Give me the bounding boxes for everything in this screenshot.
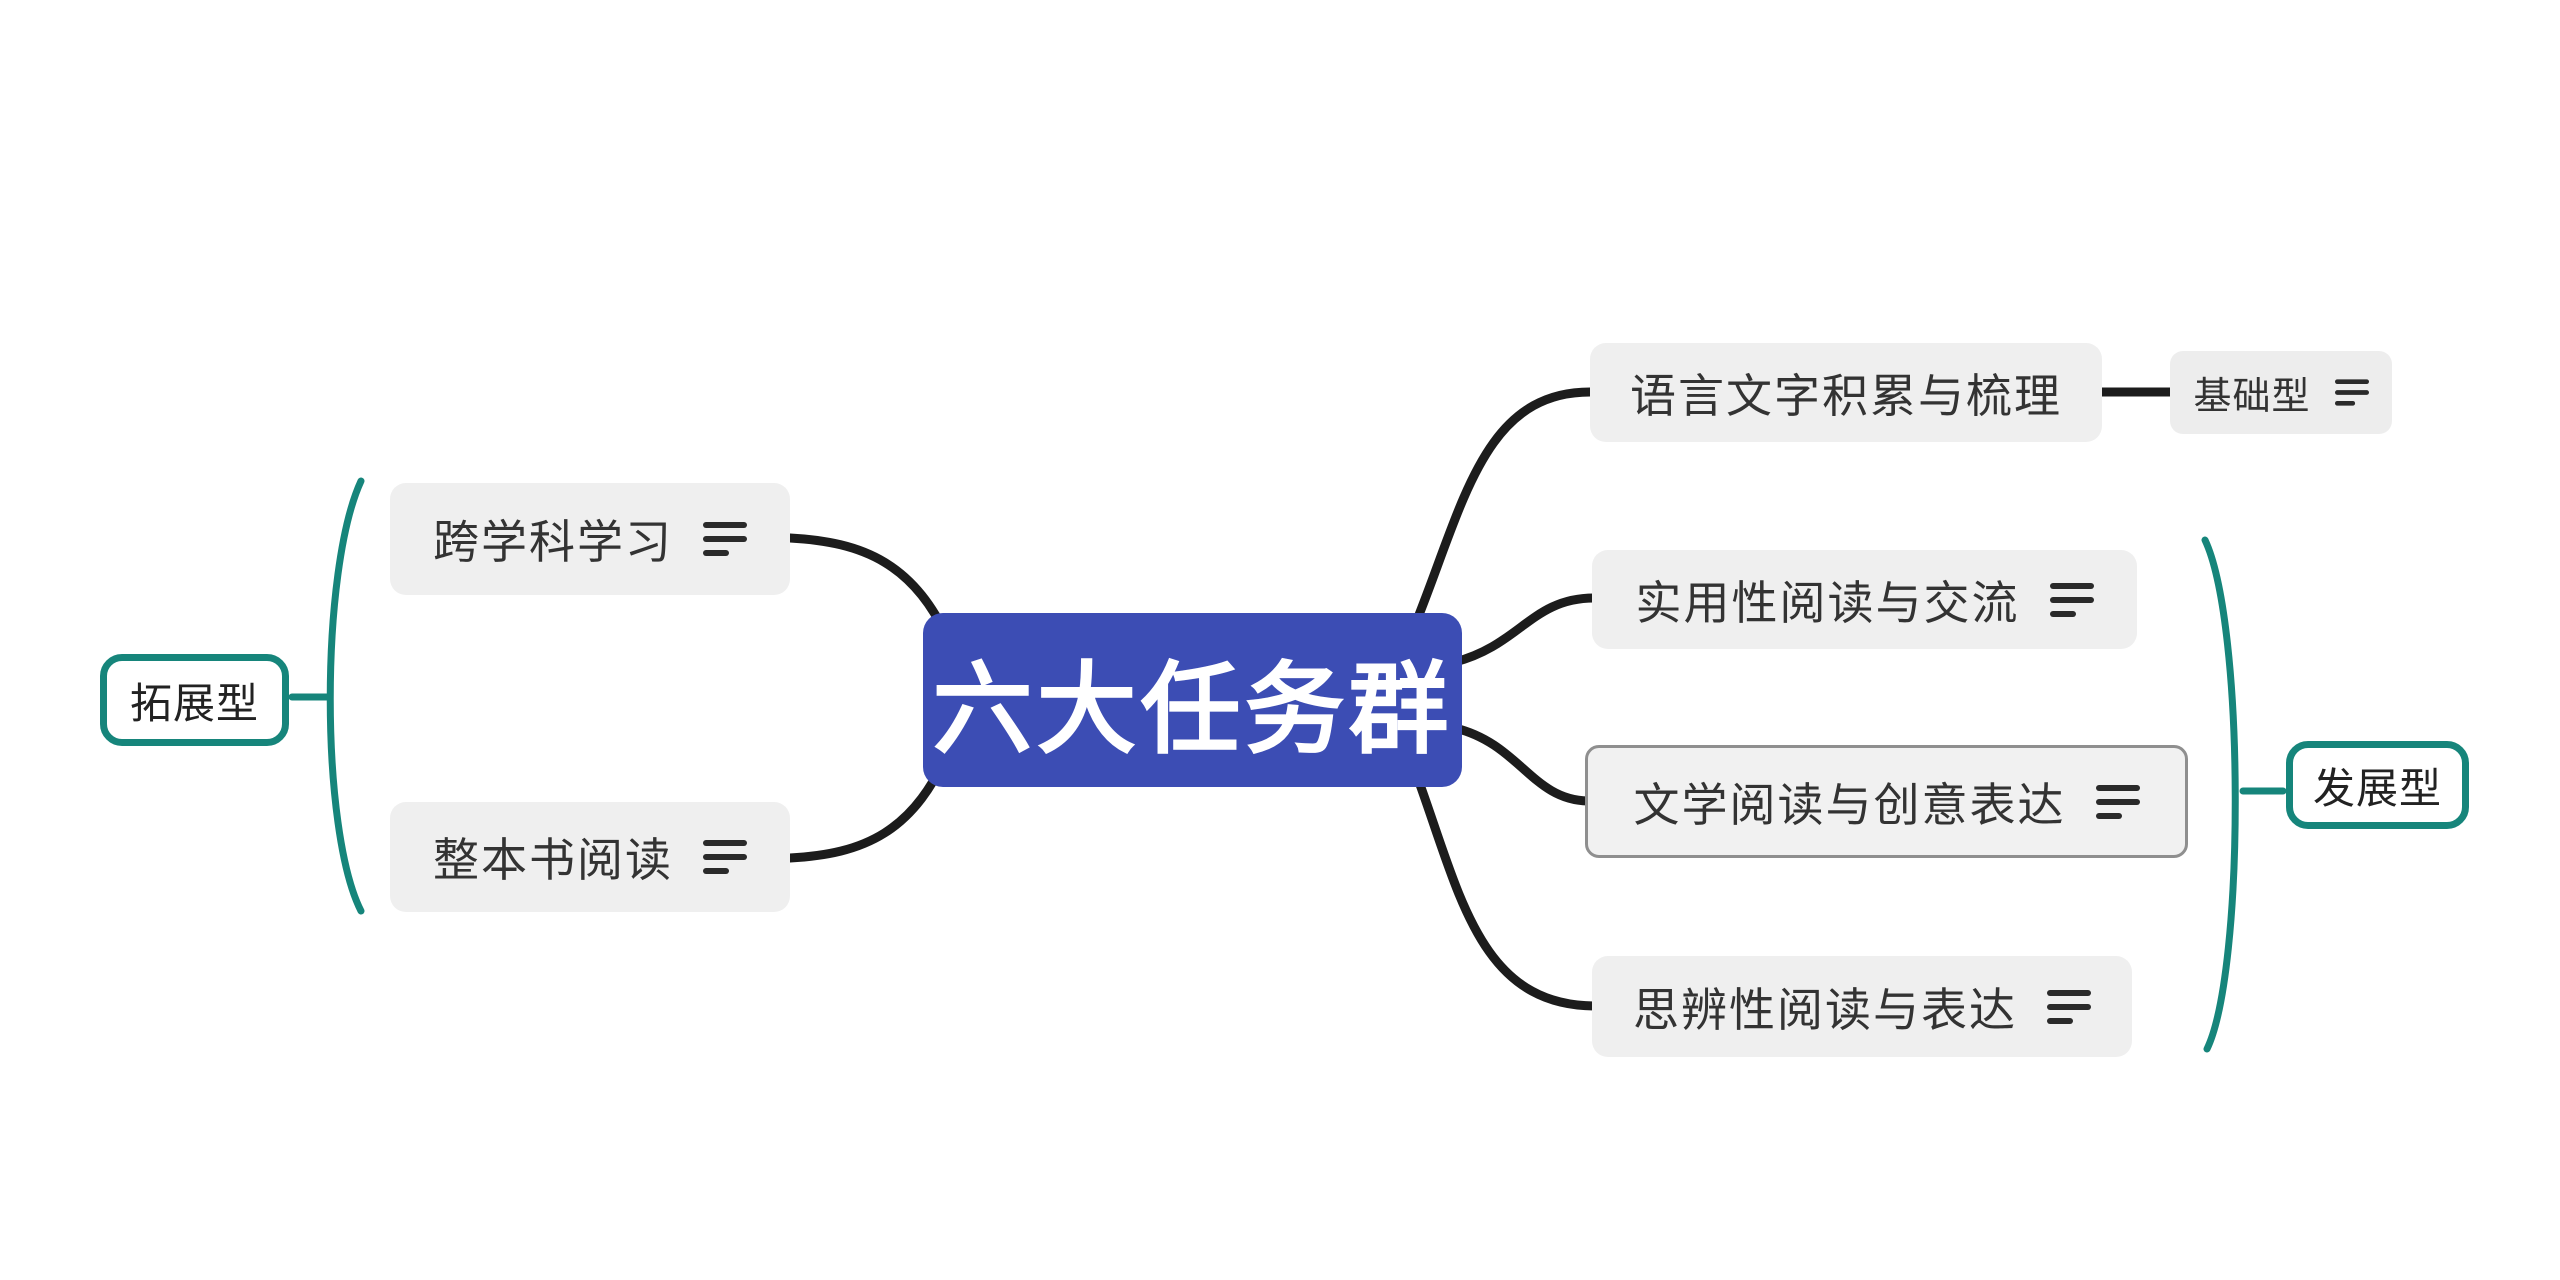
edge-root-to-critical — [1403, 747, 1599, 1011]
node-practical-reading[interactable]: 实用性阅读与交流 — [1592, 550, 2137, 649]
notes-icon[interactable] — [2095, 784, 2140, 819]
node-label: 思辨性阅读与表达 — [1633, 983, 2017, 1036]
node-label: 语言文字积累与梳理 — [1630, 369, 2062, 422]
central-topic-label: 六大任务群 — [932, 653, 1453, 766]
notes-icon[interactable] — [2047, 989, 2091, 1024]
right-bracket — [2201, 536, 2239, 1053]
node-critical-reading[interactable]: 思辨性阅读与表达 — [1592, 956, 2132, 1057]
notes-icon[interactable] — [2334, 379, 2369, 406]
notes-icon[interactable] — [2049, 582, 2094, 617]
node-label: 整本书阅读 — [433, 834, 673, 886]
category-expansion-type[interactable]: 拓展型 — [100, 654, 289, 746]
category-label: 拓展型 — [129, 679, 259, 727]
node-label: 实用性阅读与交流 — [1635, 576, 2020, 629]
central-topic[interactable]: 六大任务群 — [923, 613, 1462, 787]
notes-icon[interactable] — [703, 840, 747, 874]
node-whole-book-reading[interactable]: 整本书阅读 — [390, 802, 790, 912]
category-brackets — [288, 477, 2287, 1053]
category-basic-type[interactable]: 基础型 — [2170, 351, 2392, 434]
notes-icon[interactable] — [703, 522, 747, 556]
edge-root-to-literary — [1450, 723, 1593, 806]
node-label: 跨学科学习 — [433, 516, 673, 568]
left-bracket — [326, 477, 365, 915]
node-label: 文学阅读与创意表达 — [1633, 778, 2066, 831]
edge-root-to-practical — [1450, 593, 1599, 667]
category-label: 基础型 — [2193, 376, 2311, 418]
edge-root-to-language — [1403, 387, 1595, 647]
node-cross-disciplinary-learning[interactable]: 跨学科学习 — [390, 483, 790, 595]
category-development-type[interactable]: 发展型 — [2286, 741, 2469, 829]
node-literary-reading-selected[interactable]: 文学阅读与创意表达 — [1585, 745, 2188, 858]
node-language-accumulation[interactable]: 语言文字积累与梳理 — [1590, 343, 2102, 442]
category-label: 发展型 — [2312, 764, 2442, 812]
